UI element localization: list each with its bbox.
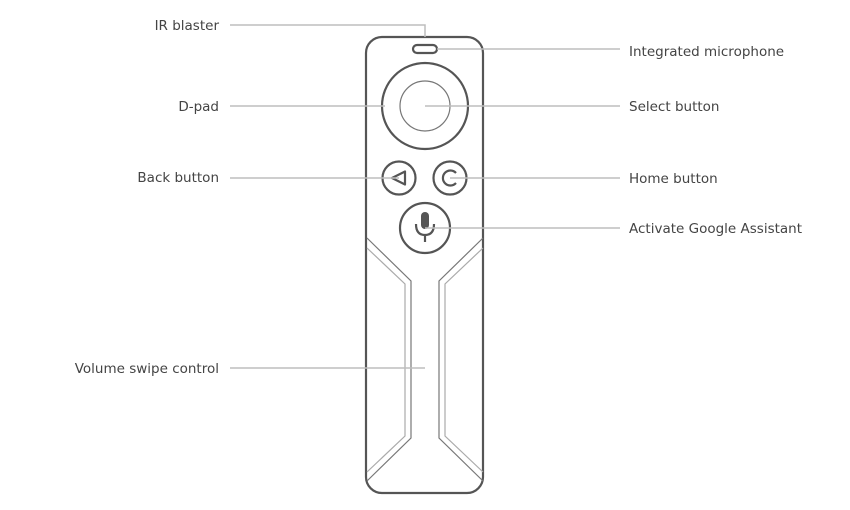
label-home-button: Home button: [629, 171, 718, 187]
label-back-button: Back button: [137, 170, 219, 186]
volume-swipe-area: [366, 237, 484, 482]
label-integrated-microphone: Integrated microphone: [629, 44, 784, 60]
label-ir-blaster: IR blaster: [155, 18, 220, 34]
label-volume-swipe: Volume swipe control: [75, 361, 219, 377]
label-select-button: Select button: [629, 99, 719, 115]
leader-ir-blaster: [230, 24, 426, 37]
microphone-slot: [411, 43, 439, 55]
label-google-assistant: Activate Google Assistant: [629, 221, 802, 237]
label-dpad: D-pad: [178, 99, 219, 115]
